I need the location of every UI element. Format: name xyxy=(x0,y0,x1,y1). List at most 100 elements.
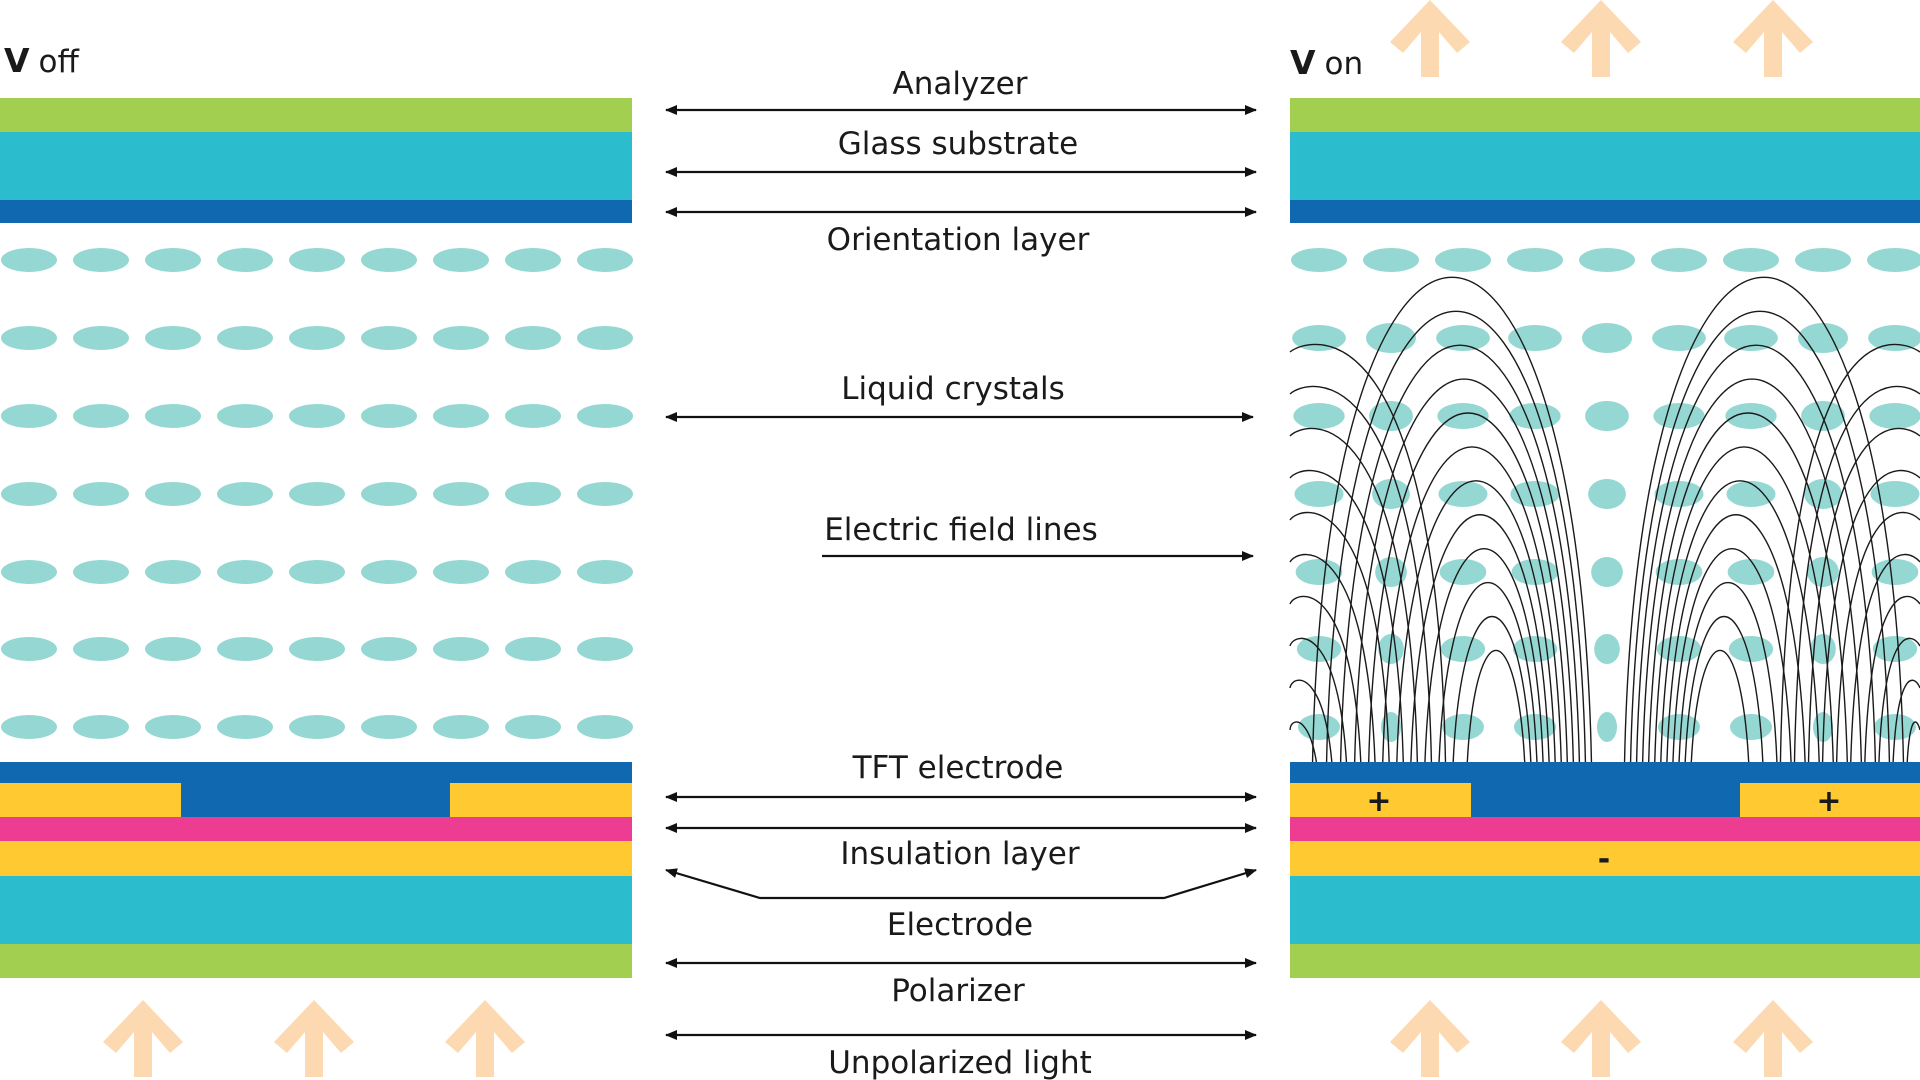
liquid-crystal xyxy=(1435,248,1491,272)
left-polarizer-layer xyxy=(0,944,632,978)
liquid-crystal xyxy=(577,637,633,661)
left-analyzer-layer xyxy=(0,98,632,132)
field-line xyxy=(1689,650,1751,817)
liquid-crystal xyxy=(1,248,57,272)
liquid-crystal xyxy=(1654,481,1704,507)
label-insulation-layer: Insulation layer xyxy=(840,836,1079,872)
field-line xyxy=(1289,343,1447,817)
liquid-crystal xyxy=(217,482,273,506)
field-line xyxy=(1409,514,1551,817)
liquid-crystal xyxy=(361,326,417,350)
liquid-crystal xyxy=(217,404,273,428)
liquid-crystal xyxy=(1439,559,1487,585)
field-line xyxy=(1289,511,1391,817)
right-electrode-layer xyxy=(1290,841,1920,876)
left-insulation-layer xyxy=(0,817,632,841)
left-top-glass-layer xyxy=(0,132,632,200)
liquid-crystal xyxy=(433,482,489,506)
liquid-crystal xyxy=(433,637,489,661)
light-arrow-icon xyxy=(274,1000,354,1077)
field-line xyxy=(1779,343,1920,817)
liquid-crystal xyxy=(433,248,489,272)
liquid-crystal xyxy=(1,482,57,506)
label-electrode: Electrode xyxy=(887,907,1033,943)
liquid-crystal xyxy=(577,715,633,739)
liquid-crystal xyxy=(289,637,345,661)
liquid-crystal xyxy=(1436,325,1490,351)
right-tft-electrode-b xyxy=(1740,783,1920,817)
label-unpolarized-light: Unpolarized light xyxy=(828,1045,1092,1080)
liquid-crystal xyxy=(577,326,633,350)
liquid-crystal xyxy=(1588,479,1626,509)
left-top-orientation-layer xyxy=(0,200,632,223)
light-arrow-icon xyxy=(1561,0,1641,77)
right-top-orientation-layer xyxy=(1290,200,1920,223)
v-off-state: off xyxy=(39,44,80,80)
liquid-crystal xyxy=(505,637,561,661)
liquid-crystal xyxy=(505,404,561,428)
liquid-crystal xyxy=(1381,712,1401,742)
liquid-crystal xyxy=(217,560,273,584)
liquid-crystal xyxy=(73,326,129,350)
liquid-crystal xyxy=(1591,557,1623,587)
liquid-crystal xyxy=(1872,636,1918,662)
liquid-crystal xyxy=(217,248,273,272)
liquid-crystal xyxy=(1,715,57,739)
liquid-crystal xyxy=(1870,481,1920,507)
liquid-crystal xyxy=(289,560,345,584)
light-arrows xyxy=(103,0,1813,1077)
left-tft-electrode-b xyxy=(450,783,632,817)
liquid-crystal xyxy=(1652,325,1706,351)
liquid-crystal xyxy=(1723,248,1779,272)
liquid-crystal xyxy=(577,248,633,272)
liquid-crystal xyxy=(1730,714,1772,740)
field-line xyxy=(1289,637,1349,817)
field-line xyxy=(1395,480,1557,817)
field-line xyxy=(1367,412,1569,817)
liquid-crystal xyxy=(1292,325,1346,351)
plus-sign-right: + xyxy=(1816,784,1841,819)
liquid-crystal xyxy=(1724,325,1778,351)
liquid-crystal xyxy=(1726,481,1776,507)
liquid-crystal xyxy=(1867,248,1920,272)
liquid-crystal xyxy=(1293,403,1345,429)
left-tft-electrode-a xyxy=(0,783,181,817)
liquid-crystal xyxy=(1512,636,1558,662)
liquid-crystal xyxy=(505,715,561,739)
liquid-crystal xyxy=(1507,248,1563,272)
field-line xyxy=(1635,344,1877,817)
liquid-crystal xyxy=(1804,479,1842,509)
liquid-crystal xyxy=(73,404,129,428)
liquid-crystal xyxy=(577,404,633,428)
liquid-crystal xyxy=(145,560,201,584)
field-line xyxy=(1807,427,1920,817)
right-analyzer-layer xyxy=(1290,98,1920,132)
left-panel xyxy=(0,98,633,978)
field-line xyxy=(1353,378,1575,817)
liquid-crystal xyxy=(289,715,345,739)
field-line xyxy=(1863,595,1920,817)
field-line xyxy=(1671,548,1793,817)
field-line xyxy=(1683,616,1765,817)
liquid-crystal xyxy=(1294,481,1344,507)
field-line xyxy=(1451,616,1533,817)
liquid-crystal xyxy=(1510,481,1560,507)
label-electric-field-lines: Electric field lines xyxy=(824,512,1098,548)
light-arrow-icon xyxy=(1390,1000,1470,1077)
liquid-crystal xyxy=(289,482,345,506)
liquid-crystal xyxy=(361,715,417,739)
liquid-crystal xyxy=(1437,403,1489,429)
liquid-crystal xyxy=(73,482,129,506)
field-line xyxy=(1659,480,1821,817)
field-line xyxy=(1289,427,1419,817)
field-line xyxy=(1465,650,1527,817)
liquid-crystal xyxy=(1438,481,1488,507)
field-line xyxy=(1677,582,1779,817)
field-line xyxy=(1849,553,1920,817)
field-line xyxy=(1641,378,1863,817)
liquid-crystal xyxy=(577,482,633,506)
field-line xyxy=(1647,412,1849,817)
light-arrow-icon xyxy=(103,1000,183,1077)
